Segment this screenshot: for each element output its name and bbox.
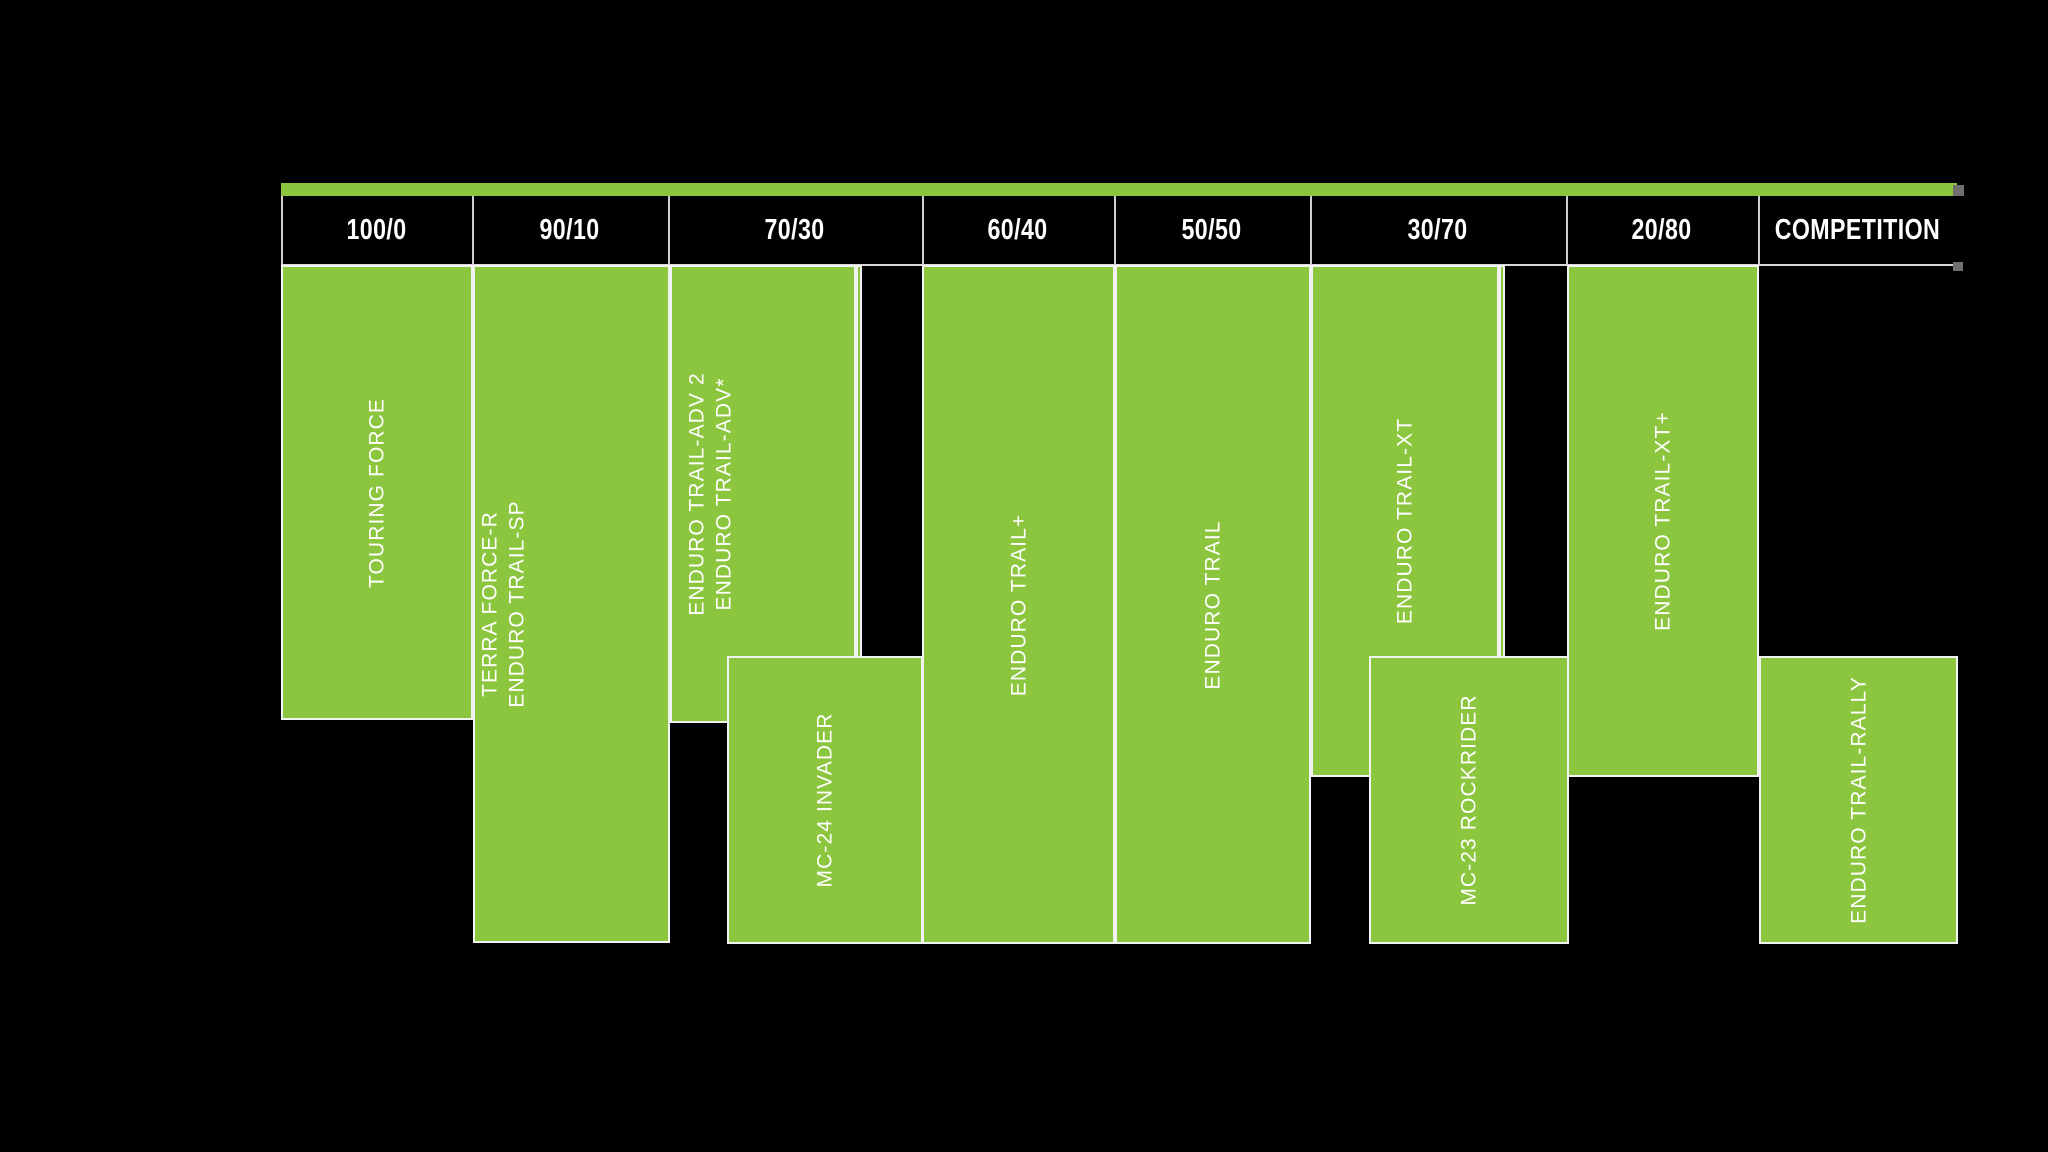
header-label: 30/70 [1407, 214, 1469, 246]
header-label: 60/40 [987, 214, 1049, 246]
bar-label-line: ENDURO TRAIL-SP [505, 500, 529, 708]
bar-label-line: ENDURO TRAIL-XT [1393, 417, 1417, 625]
bar-label-line: MC-23 ROCKRIDER [1457, 694, 1481, 906]
bar-label-group: ENDURO TRAIL-ADV 2 ENDURO TRAIL-ADV* [684, 372, 739, 615]
bar-enduro-trail-plus[interactable]: ENDURO TRAIL+ [922, 265, 1115, 944]
top-accent-bar-end-marker [1953, 185, 1964, 196]
bar-terra-force-r[interactable]: TERRA FORCE-R ENDURO TRAIL-SP [473, 265, 670, 943]
bar-touring-force[interactable]: TOURING FORCE [281, 265, 473, 720]
bar-label-group: ENDURO TRAIL-XT [1391, 418, 1418, 624]
bar-mc-23-rockrider[interactable]: MC-23 ROCKRIDER [1369, 656, 1569, 944]
bar-label-group: ENDURO TRAIL [1199, 520, 1226, 689]
bar-enduro-trail-rally[interactable]: ENDURO TRAIL-RALLY [1759, 656, 1958, 944]
bar-enduro-trail[interactable]: ENDURO TRAIL [1115, 265, 1311, 944]
bar-enduro-trail-xt-plus[interactable]: ENDURO TRAIL-XT+ [1567, 265, 1759, 777]
header-label: 100/0 [346, 214, 407, 246]
bar-label-group: ENDURO TRAIL-XT+ [1649, 411, 1676, 631]
header-divider [922, 196, 924, 265]
bar-label-group: TERRA FORCE-R ENDURO TRAIL-SP [476, 500, 531, 707]
header-cell-competition[interactable]: COMPETITION [1758, 196, 1957, 265]
header-divider [1114, 196, 1116, 265]
header-label: 20/80 [1631, 214, 1693, 246]
header-label: 70/30 [764, 214, 826, 246]
bar-label-group: ENDURO TRAIL+ [1005, 513, 1032, 696]
bar-enduro-trail-adv-stub[interactable] [856, 265, 862, 723]
bar-label-line: ENDURO TRAIL-ADV 2 [685, 372, 709, 616]
bar-label-line: ENDURO TRAIL-RALLY [1846, 676, 1870, 924]
header-underline-competition [1762, 264, 1957, 266]
bar-label-line: ENDURO TRAIL-ADV* [713, 377, 736, 611]
header-cell-30-70[interactable]: 30/70 [1310, 196, 1566, 265]
header-band: 100/0 90/10 70/30 60/40 50/50 30/70 20/8… [281, 196, 1957, 265]
bar-label-line: MC-24 INVADER [813, 712, 837, 888]
header-cell-100-0[interactable]: 100/0 [281, 196, 472, 265]
header-underline-end-marker [1953, 262, 1963, 271]
header-divider [1310, 196, 1312, 265]
bar-label-group: MC-23 ROCKRIDER [1455, 694, 1482, 905]
bar-label-line: ENDURO TRAIL-XT+ [1651, 411, 1675, 631]
header-cell-70-30[interactable]: 70/30 [668, 196, 922, 265]
header-label: 90/10 [539, 214, 601, 246]
header-label: COMPETITION [1774, 214, 1941, 246]
header-label: 50/50 [1181, 214, 1243, 246]
bar-mc-24-invader[interactable]: MC-24 INVADER [727, 656, 923, 944]
bar-enduro-trail-adv[interactable]: ENDURO TRAIL-ADV 2 ENDURO TRAIL-ADV* [670, 265, 856, 723]
header-divider [1758, 196, 1760, 265]
header-divider [281, 196, 283, 265]
header-cell-90-10[interactable]: 90/10 [472, 196, 668, 265]
bar-label-line: TOURING FORCE [365, 397, 389, 588]
header-cell-20-80[interactable]: 20/80 [1566, 196, 1758, 265]
bar-label-group: MC-24 INVADER [811, 713, 838, 888]
bar-label-group: TOURING FORCE [363, 397, 390, 587]
bar-label-group: ENDURO TRAIL-RALLY [1845, 676, 1872, 924]
bar-label-line: TERRA FORCE-R [478, 511, 502, 697]
header-divider [472, 196, 474, 265]
header-divider [1566, 196, 1568, 265]
bar-label-line: ENDURO TRAIL+ [1006, 513, 1030, 696]
top-accent-bar [281, 183, 1957, 196]
bar-label-line: ENDURO TRAIL [1201, 519, 1225, 690]
header-cell-60-40[interactable]: 60/40 [922, 196, 1114, 265]
header-divider [668, 196, 670, 265]
header-cell-50-50[interactable]: 50/50 [1114, 196, 1310, 265]
